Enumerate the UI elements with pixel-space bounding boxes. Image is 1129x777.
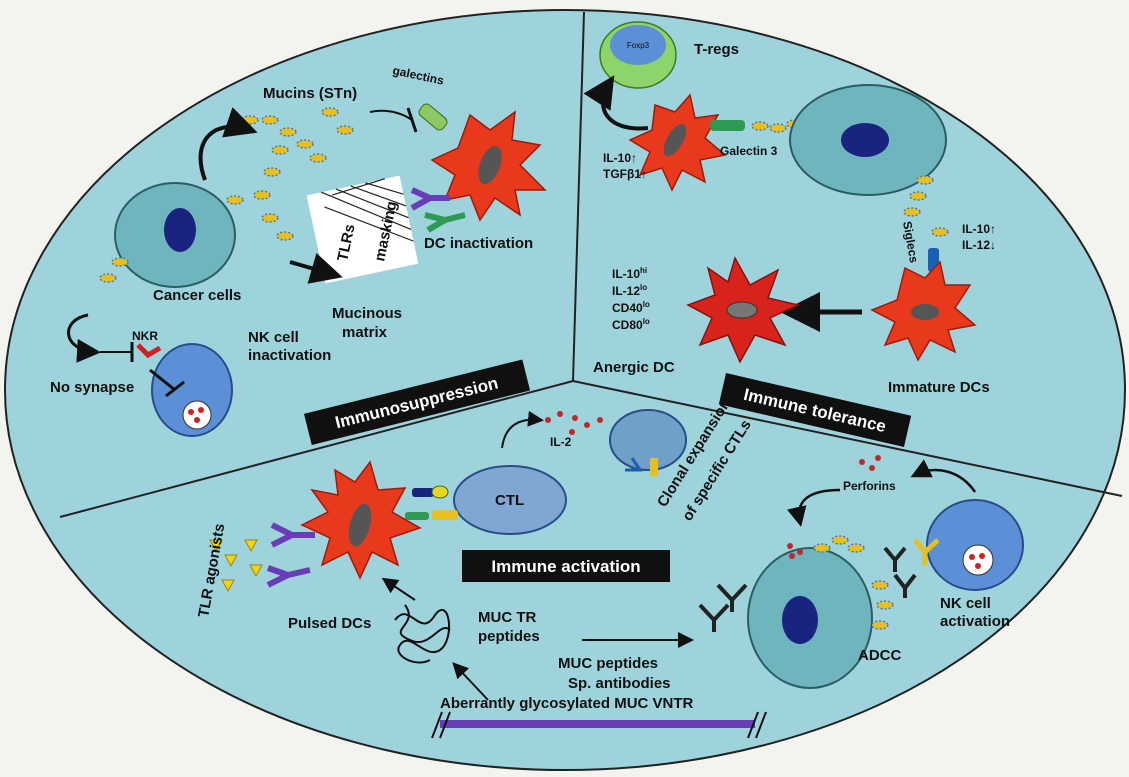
immune-activation-banner: Immune activation xyxy=(462,550,670,582)
galectin-receptor xyxy=(418,103,448,131)
nk-inactivation-label-2: inactivation xyxy=(248,347,331,364)
nk-curved-arrow xyxy=(67,313,101,363)
il2-cytokines xyxy=(545,411,603,435)
sector-dividers xyxy=(59,11,1123,518)
immature-dcs-label: Immature DCs xyxy=(888,379,990,396)
il2-arrow xyxy=(501,410,544,449)
pulsed-dc xyxy=(300,460,422,580)
tregs-label: T-regs xyxy=(694,41,739,58)
galectin3-receptor xyxy=(710,120,745,131)
nk-active-granule xyxy=(962,544,994,576)
tlr-receptor-lower xyxy=(266,565,311,588)
svg-text:Immune activation: Immune activation xyxy=(491,557,640,576)
tlr-receptor-green xyxy=(424,212,466,233)
anergic-dc-label: Anergic DC xyxy=(593,359,675,376)
mucin-release-arrow xyxy=(198,107,258,181)
nkr-label: NKR xyxy=(132,329,158,343)
nk-release-arrow xyxy=(910,459,977,493)
tgfb1-up-label: TGFβ1↑ xyxy=(603,167,647,181)
foxp3-label: Foxp3 xyxy=(627,41,650,50)
tcr-mhc-complex xyxy=(405,485,458,520)
il12-down-label: IL-12↓ xyxy=(962,238,996,252)
muc-vntr-bar xyxy=(440,720,755,728)
tlr-receptor-purple xyxy=(410,187,450,211)
nk-granule xyxy=(182,400,212,430)
il10-hi-label: IL-10hi xyxy=(612,266,647,281)
mucinous-matrix-label-1: Mucinous xyxy=(332,305,402,322)
aberrant-muc-label: Aberrantly glycosylated MUC VNTR xyxy=(440,695,694,712)
nk-inner-inhibit xyxy=(149,368,185,398)
nk-inactivation-label-1: NK cell xyxy=(248,329,299,346)
matrix-arrow xyxy=(289,252,343,284)
expanded-ctl xyxy=(609,409,687,471)
immature-dc xyxy=(870,260,977,362)
mucinous-matrix-label-2: matrix xyxy=(342,324,388,341)
tlr-receptor-upper xyxy=(270,522,315,548)
treg-induction-arrow xyxy=(583,75,649,131)
cancer-cell-nucleus xyxy=(164,208,196,252)
dc-inactivation-label: DC inactivation xyxy=(424,235,533,252)
cd80-lo-label: CD80lo xyxy=(612,317,650,332)
muc-peptides-label: MUC peptides xyxy=(558,655,658,672)
pulsed-dcs-label: Pulsed DCs xyxy=(288,615,371,632)
cd40-lo-label: CD40lo xyxy=(612,300,650,315)
nk-activation-label-2: activation xyxy=(940,613,1010,630)
galectin3-label: Galectin 3 xyxy=(720,144,778,158)
muc-tr-label-1: MUC TR xyxy=(478,609,536,626)
antibodies xyxy=(698,546,917,632)
anergic-dc-nucleus xyxy=(726,301,758,319)
nkr-receptor xyxy=(136,343,162,359)
mucins-label: Mucins (STn) xyxy=(263,85,357,102)
fc-receptor xyxy=(913,538,940,565)
il12-lo-label: IL-12lo xyxy=(612,283,647,298)
foxp3-nucleus xyxy=(610,25,666,65)
ctl-cell xyxy=(453,465,567,535)
vntr-to-peptide-arrow xyxy=(452,662,489,701)
dc-inactivated xyxy=(430,110,547,222)
muc-tr-peptides-tangle xyxy=(394,609,451,664)
cancer-cell-tr-nucleus xyxy=(841,123,889,157)
peptide-to-dc-arrow xyxy=(381,577,416,601)
adcc-nucleus xyxy=(782,596,818,644)
il10-up-label: IL-10↑ xyxy=(603,151,637,165)
tlr-agonist-triangles xyxy=(209,539,263,593)
immune-activation-section: IL-2 Clonal expansion of specific CTLs C… xyxy=(195,396,1024,739)
sp-antibodies-label: Sp. antibodies xyxy=(568,675,671,692)
perforin-release-arrow xyxy=(786,488,841,527)
ctl-label: CTL xyxy=(495,492,524,509)
nk-activation-label-1: NK cell xyxy=(940,595,991,612)
muc-tr-label-2: peptides xyxy=(478,628,540,645)
dc-tolerogenic xyxy=(628,93,727,192)
adcc-label: ADCC xyxy=(858,647,901,664)
cancer-cells-label: Cancer cells xyxy=(153,287,241,304)
il2-label: IL-2 xyxy=(550,435,572,449)
perforin-granules xyxy=(787,455,881,559)
nk-cell-inactive xyxy=(151,343,233,437)
perforins-label: Perforins xyxy=(843,479,896,493)
il10-up-right-label: IL-10↑ xyxy=(962,222,996,236)
vntr-break-marks xyxy=(431,711,767,739)
no-synapse-label: No synapse xyxy=(50,379,134,396)
